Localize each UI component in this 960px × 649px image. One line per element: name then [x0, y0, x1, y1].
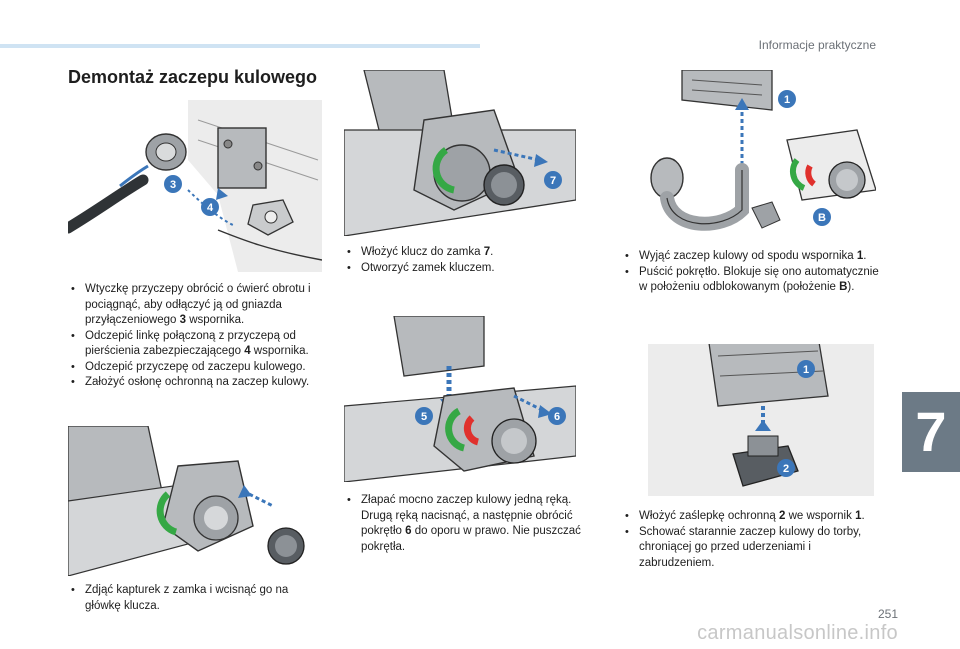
- page-number: 251: [877, 607, 898, 621]
- callout-3: 3: [170, 179, 176, 191]
- callout-2: 2: [783, 463, 789, 475]
- steps-col1-a: Wtyczkę przyczepy obrócić o ćwierć obrot…: [68, 282, 338, 391]
- step-item: Włożyć klucz do zamka 7.: [344, 245, 584, 261]
- step-item: Zdjąć kapturek z zamka i wcisnąć go na g…: [68, 583, 318, 614]
- remove-ball-illustration: 1 B: [622, 70, 876, 240]
- callout-7: 7: [550, 175, 556, 187]
- step-item: Włożyć zaślepkę ochronną 2 we wspornik 1…: [622, 509, 884, 525]
- step-item: Wyjąć zaczep kulowy od spodu wspornika 1…: [622, 249, 884, 265]
- rotate-knob-illustration: 5 6: [344, 316, 576, 482]
- step-item: Złapać mocno zaczep kulowy jedną ręką. D…: [344, 493, 596, 555]
- figure-insert-plug: 1 2: [648, 336, 874, 496]
- step-item: Schować starannie zaczep kulowy do torby…: [622, 525, 884, 572]
- steps-col3-b: Włożyć zaślepkę ochronną 2 we wspornik 1…: [622, 509, 884, 571]
- section-title: Informacje praktyczne: [758, 38, 876, 52]
- header-accent-bar: [0, 44, 480, 48]
- callout-5: 5: [421, 411, 427, 423]
- figure-key-insert: 7: [344, 70, 576, 236]
- steps-col2-b: Złapać mocno zaczep kulowy jedną ręką. D…: [344, 493, 596, 555]
- callout-6: 6: [554, 411, 560, 423]
- figure-remove-ball: 1 B: [622, 70, 876, 240]
- key-insert-illustration: 7: [344, 70, 576, 236]
- step-item: Założyć osłonę ochronną na zaczep kulowy…: [68, 375, 338, 391]
- figure-cap-on-key: [68, 426, 322, 576]
- chapter-tab: 7: [902, 392, 960, 472]
- figure-plug-disconnect: 3 4: [68, 100, 322, 272]
- callout-B: B: [818, 212, 826, 224]
- step-item: Otworzyć zamek kluczem.: [344, 261, 584, 277]
- cap-on-key-illustration: [68, 426, 322, 576]
- steps-col3-a: Wyjąć zaczep kulowy od spodu wspornika 1…: [622, 249, 884, 296]
- step-item: Odczepić linkę połączoną z przyczepą od …: [68, 329, 338, 360]
- step-item: Odczepić przyczepę od zaczepu kulowego.: [68, 360, 338, 376]
- watermark: carmanualsonline.info: [697, 622, 898, 644]
- insert-plug-illustration: 1 2: [648, 336, 874, 496]
- steps-col1-b: Zdjąć kapturek z zamka i wcisnąć go na g…: [68, 583, 318, 614]
- page-heading: Demontaż zaczepu kulowego: [68, 67, 318, 87]
- callout-4: 4: [207, 202, 214, 214]
- step-item: Puścić pokrętło. Blokuje się ono automat…: [622, 265, 884, 296]
- step-item: Wtyczkę przyczepy obrócić o ćwierć obrot…: [68, 282, 338, 329]
- callout-1: 1: [803, 364, 809, 376]
- callout-1: 1: [784, 94, 790, 106]
- steps-col2-a: Włożyć klucz do zamka 7. Otworzyć zamek …: [344, 245, 584, 276]
- figure-rotate-knob: 5 6: [344, 316, 576, 482]
- plug-disconnect-illustration: 3 4: [68, 100, 322, 272]
